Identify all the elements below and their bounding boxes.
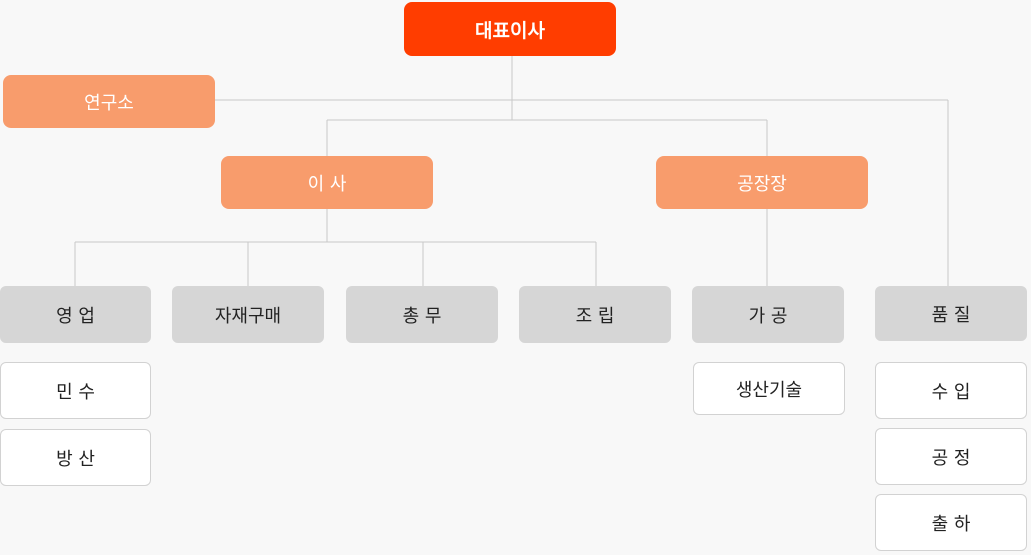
node-ceo[interactable]: 대표이사	[404, 2, 616, 56]
node-sales-defense[interactable]: 방 산	[0, 429, 151, 486]
node-director[interactable]: 이 사	[221, 156, 433, 209]
node-materials-purchasing[interactable]: 자재구매	[172, 286, 324, 343]
node-quality-process[interactable]: 공 정	[875, 428, 1027, 485]
node-plant-manager[interactable]: 공장장	[656, 156, 868, 209]
node-research-lab[interactable]: 연구소	[3, 75, 215, 128]
node-general-affairs[interactable]: 총 무	[346, 286, 498, 343]
node-quality-incoming[interactable]: 수 입	[875, 362, 1027, 419]
node-production-tech[interactable]: 생산기술	[693, 362, 845, 415]
node-processing[interactable]: 가 공	[692, 286, 844, 343]
node-assembly[interactable]: 조 립	[519, 286, 671, 343]
node-sales-civil[interactable]: 민 수	[0, 362, 151, 419]
node-quality[interactable]: 품 질	[875, 286, 1027, 341]
node-quality-shipping[interactable]: 출 하	[875, 494, 1027, 551]
node-sales[interactable]: 영 업	[0, 286, 151, 343]
